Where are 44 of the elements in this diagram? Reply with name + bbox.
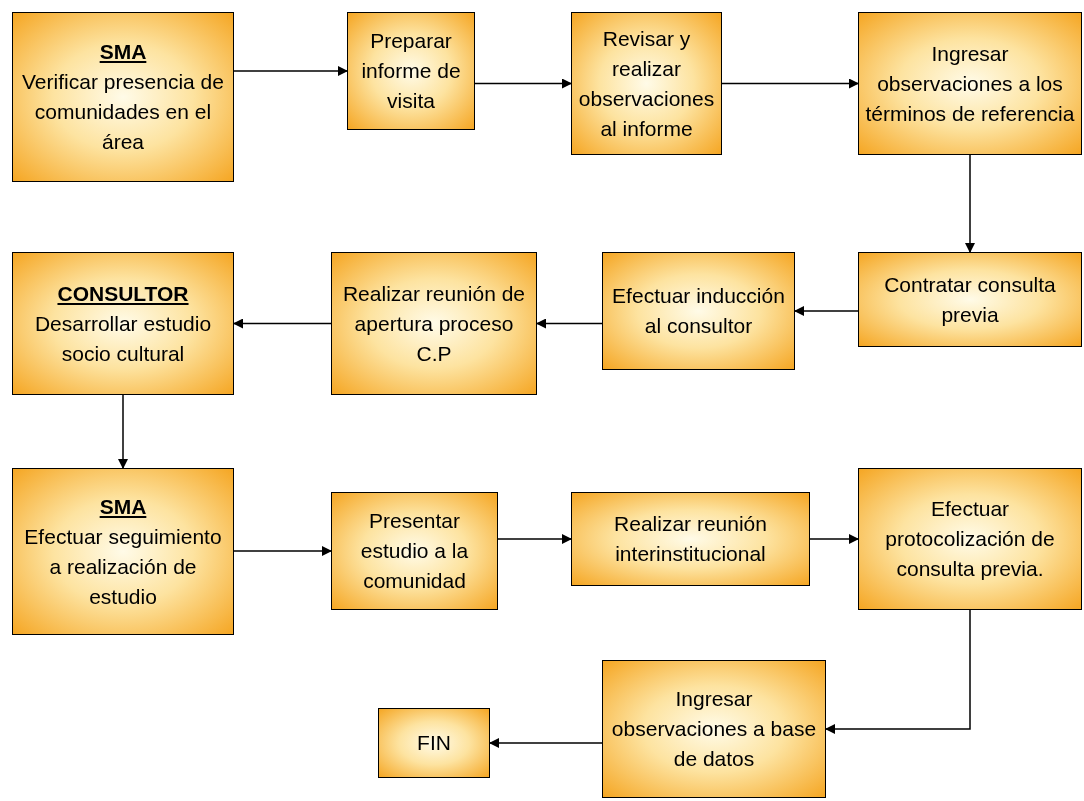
process-box bbox=[347, 12, 475, 130]
box-heading: SMA bbox=[99, 493, 147, 520]
box-text: Ingresar observaciones a base de datos bbox=[610, 686, 818, 772]
box-heading: CONSULTOR bbox=[57, 280, 189, 307]
box-text: Presentar estudio a la comunidad bbox=[359, 508, 470, 594]
process-box bbox=[331, 492, 498, 610]
arrow bbox=[825, 609, 971, 734]
box-text: Realizar reunión de apertura proceso C.P bbox=[341, 280, 527, 367]
process-box bbox=[858, 12, 1082, 155]
box-text: Realizar reunión interinstitucional bbox=[613, 511, 768, 567]
arrow bbox=[794, 306, 859, 316]
box-text: Efectuar seguimiento a realización de estudio bbox=[23, 523, 223, 610]
box-text: Verificar presencia de comunidades en el área bbox=[21, 69, 225, 155]
arrow bbox=[118, 394, 128, 469]
arrow bbox=[233, 318, 332, 329]
process-box bbox=[602, 252, 795, 370]
arrow bbox=[721, 78, 859, 89]
arrow bbox=[965, 154, 975, 253]
process-box bbox=[12, 12, 234, 182]
arrow bbox=[233, 66, 348, 76]
box-text: FIN bbox=[417, 730, 451, 756]
process-box bbox=[858, 468, 1082, 610]
process-box bbox=[12, 468, 234, 635]
box-text: Revisar y realizar observaciones al informe bbox=[577, 25, 716, 142]
process-box bbox=[378, 708, 490, 778]
arrow bbox=[536, 318, 603, 329]
arrow bbox=[497, 534, 572, 544]
process-box bbox=[571, 492, 810, 586]
process-box bbox=[571, 12, 722, 155]
process-box bbox=[858, 252, 1082, 347]
box-text: Efectuar inducción al consultor bbox=[611, 283, 786, 339]
box-text: Efectuar protocolización de consulta previa. bbox=[884, 496, 1056, 582]
process-box bbox=[331, 252, 537, 395]
box-heading: SMA bbox=[99, 39, 147, 65]
box-text: Desarrollar estudio socio cultural bbox=[33, 310, 213, 367]
arrow bbox=[489, 738, 603, 748]
arrow bbox=[233, 546, 332, 556]
arrow bbox=[809, 534, 859, 544]
box-text: Ingresar observaciones a los términos de referencia bbox=[864, 40, 1076, 127]
box-text: Preparar informe de visita bbox=[360, 28, 462, 114]
process-box bbox=[602, 660, 826, 798]
arrow bbox=[474, 78, 572, 89]
box-text: Contratar consulta previa bbox=[883, 271, 1057, 328]
process-box bbox=[12, 252, 234, 395]
